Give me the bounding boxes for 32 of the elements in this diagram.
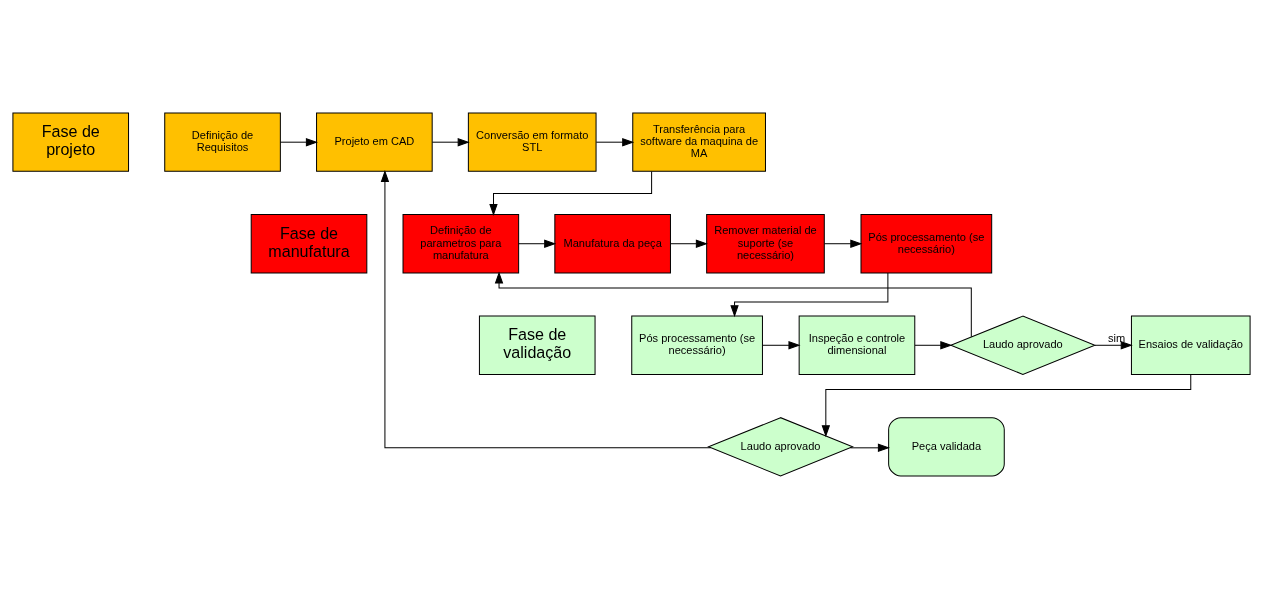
node-box: Pós processamento (se necessário) — [631, 315, 763, 375]
arrow — [823, 239, 863, 248]
node-box: Peça validada — [888, 417, 1005, 477]
arrow — [431, 137, 470, 147]
node-box: Fase de validação — [478, 315, 596, 375]
arrow — [730, 272, 889, 318]
arrow — [670, 239, 708, 248]
arrow — [279, 137, 318, 147]
arrow — [518, 239, 557, 248]
node-diamond: Laudo aprovado — [707, 417, 854, 477]
node-box: Pós processamento (se necessário) — [860, 214, 993, 274]
node-box: Fase de projeto — [12, 112, 130, 172]
arrow — [380, 169, 712, 449]
arrow — [1094, 341, 1133, 350]
arrow — [595, 137, 635, 147]
node-box: Transferência para software da maquina de MA — [632, 112, 766, 172]
arrow — [849, 443, 890, 453]
arrow — [762, 341, 801, 350]
arrow — [489, 170, 653, 216]
node-diamond: Laudo aprovado — [949, 315, 1097, 375]
node-box: Manufatura da peça — [554, 214, 671, 274]
node-box: Definição de Requisitos — [164, 112, 281, 172]
node-box: Remover material de suporte (se necessário) — [706, 214, 825, 274]
node-box: Projeto em CAD — [316, 112, 433, 172]
node-box: Inspeção e controle dimensional — [798, 315, 916, 375]
node-box: Ensaios de validação — [1130, 315, 1251, 375]
node-box: Definição de parametros para manufatura — [402, 214, 520, 274]
node-box: Fase de manufatura — [250, 214, 368, 274]
arrow — [494, 271, 972, 338]
arrow — [914, 341, 953, 350]
edge-label: sim — [1108, 332, 1126, 345]
node-box: Conversão em formato STL — [467, 112, 597, 172]
